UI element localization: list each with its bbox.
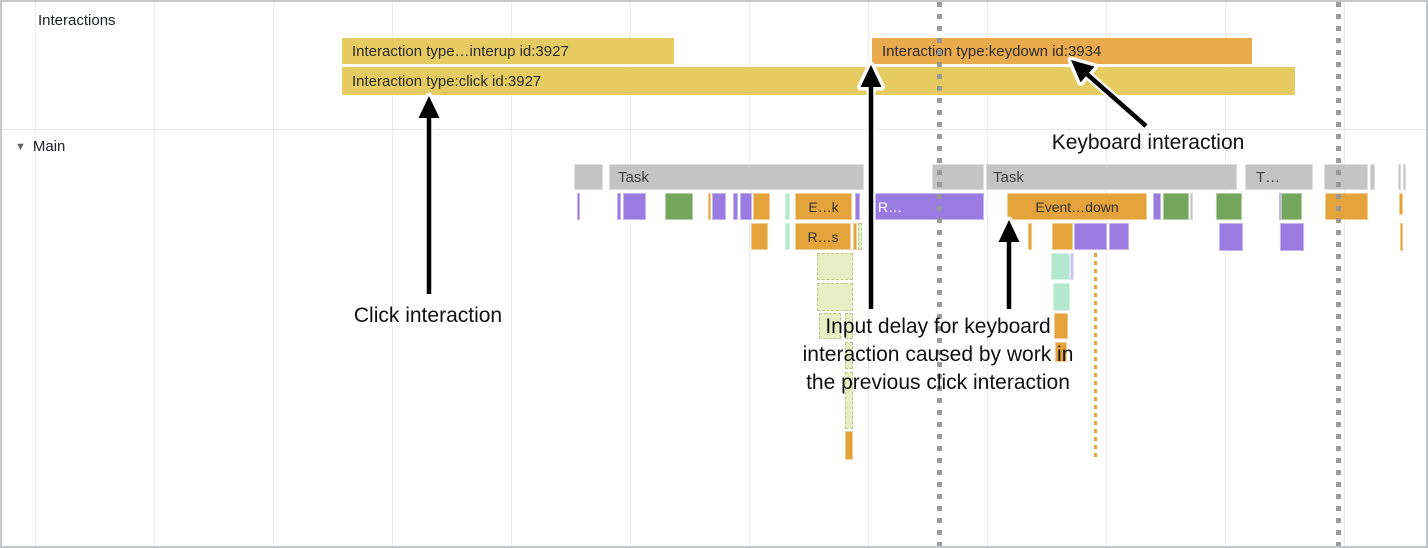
flame-segment[interactable] — [817, 253, 853, 280]
flame-segment[interactable] — [858, 223, 862, 250]
input-delay-line-1: Input delay for keyboard — [825, 315, 1051, 338]
flame-segment[interactable] — [1094, 253, 1097, 458]
flame-segment[interactable] — [665, 193, 693, 220]
collapse-triangle-icon[interactable]: ▼ — [15, 140, 26, 153]
viewport-marker-line — [937, 2, 942, 546]
flame-segment[interactable] — [1400, 223, 1403, 251]
gridline — [1344, 2, 1345, 546]
flame-segment[interactable] — [845, 342, 853, 369]
viewport-marker-line — [1336, 2, 1341, 546]
flame-segment[interactable]: T… — [1245, 164, 1313, 190]
flame-segment[interactable] — [1370, 164, 1375, 190]
flame-segment[interactable] — [1324, 164, 1368, 190]
flame-segment[interactable] — [712, 193, 726, 220]
flame-segment[interactable]: Event…down — [1007, 193, 1147, 220]
flame-segment[interactable] — [1280, 223, 1304, 251]
flame-segment[interactable] — [1074, 223, 1107, 250]
flame-segment[interactable] — [785, 193, 790, 220]
input-delay-line-3: the previous click interaction — [806, 371, 1070, 394]
gridline — [154, 2, 155, 546]
flame-segment[interactable] — [1216, 193, 1242, 220]
flame-segment[interactable] — [1279, 193, 1281, 220]
flame-segment[interactable]: Task — [609, 164, 864, 190]
flame-segment[interactable] — [1028, 223, 1032, 250]
flame-segment[interactable] — [1281, 193, 1302, 220]
flame-segment[interactable] — [1399, 193, 1403, 215]
flame-segment[interactable]: E…k — [795, 193, 852, 220]
annotation-arrow — [415, 92, 443, 294]
flame-segment[interactable] — [845, 313, 853, 339]
flame-segment[interactable]: R…s — [795, 223, 851, 250]
flame-segment[interactable] — [1163, 193, 1189, 220]
interaction-bar[interactable]: Interaction type…interup id:3927 — [342, 38, 674, 64]
flame-segment[interactable] — [785, 223, 790, 250]
click-interaction-annotation: Click interaction — [354, 302, 502, 330]
flame-segment[interactable] — [1403, 164, 1406, 190]
flame-segment[interactable] — [574, 164, 603, 190]
flame-segment[interactable] — [1052, 223, 1073, 250]
gridline — [273, 2, 274, 546]
flame-segment[interactable] — [1109, 223, 1129, 250]
flame-segment[interactable] — [708, 193, 711, 220]
interaction-bar[interactable]: Interaction type:keydown id:3934 — [872, 38, 1252, 64]
flame-segment[interactable] — [751, 223, 768, 250]
flame-segment[interactable]: R… — [873, 193, 984, 220]
interactions-track-label: Interactions — [38, 12, 116, 29]
interaction-bar[interactable]: Interaction type:click id:3927 — [342, 67, 1295, 95]
main-track-title: Main — [32, 138, 66, 155]
flame-segment[interactable] — [617, 193, 621, 220]
flame-segment[interactable] — [623, 193, 646, 220]
flame-segment[interactable] — [817, 283, 853, 311]
flame-segment[interactable] — [1051, 253, 1070, 280]
flame-segment[interactable] — [1219, 223, 1243, 251]
flame-segment[interactable] — [1055, 342, 1067, 362]
flame-segment[interactable] — [855, 193, 860, 220]
flame-segment[interactable] — [1398, 164, 1401, 190]
flame-segment[interactable] — [1070, 253, 1074, 280]
input-delay-annotation: Input delay for keyboard interaction cau… — [803, 313, 1074, 397]
keyboard-interaction-label: Keyboard interaction — [1051, 131, 1245, 154]
gridline — [1225, 2, 1226, 546]
gridline — [1106, 2, 1107, 546]
flame-segment[interactable] — [733, 193, 738, 220]
flame-segment[interactable] — [819, 313, 841, 339]
flame-segment[interactable] — [753, 193, 770, 220]
flame-segment[interactable] — [1054, 313, 1068, 339]
gridline — [987, 2, 988, 546]
click-interaction-label: Click interaction — [353, 304, 503, 327]
flame-segment[interactable] — [853, 223, 857, 250]
flame-segment[interactable] — [577, 193, 580, 220]
gridline — [511, 2, 512, 546]
flame-segment[interactable]: Task — [986, 164, 1237, 190]
keyboard-interaction-annotation: Keyboard interaction — [1052, 129, 1245, 157]
flame-segment[interactable] — [1190, 193, 1193, 220]
track-separator — [2, 129, 1426, 130]
flame-segment[interactable] — [845, 372, 853, 429]
gridline — [630, 2, 631, 546]
flame-segment[interactable] — [1053, 283, 1070, 311]
interactions-track-title: Interactions — [38, 12, 116, 29]
flame-segment[interactable] — [845, 431, 853, 460]
gridline — [749, 2, 750, 546]
gridline — [35, 2, 36, 546]
gridline — [392, 2, 393, 546]
main-track-header[interactable]: ▼ Main — [15, 138, 65, 155]
flame-segment[interactable] — [1153, 193, 1161, 220]
annotation-arrow — [995, 216, 1023, 309]
flame-segment[interactable] — [740, 193, 752, 220]
input-delay-line-2: interaction caused by work in — [802, 343, 1074, 366]
flame-segment[interactable] — [1325, 193, 1368, 220]
